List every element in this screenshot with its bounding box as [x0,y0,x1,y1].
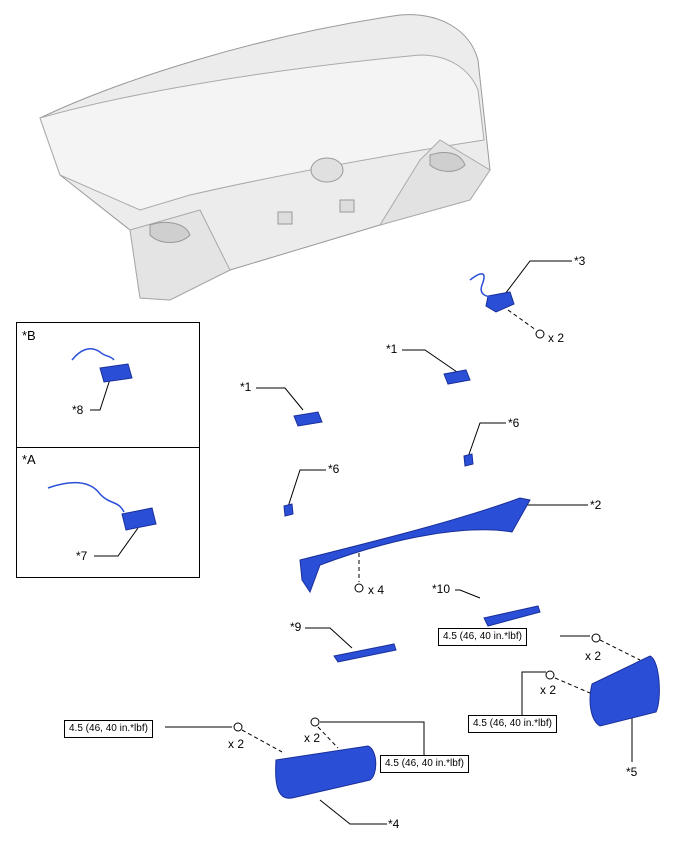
inset-box-a [16,447,200,578]
qty-2: x 4 [368,583,385,597]
part-1-left [293,411,323,427]
callout-8: *8 [72,403,84,417]
inset-label-b: *B [22,328,36,343]
bolts [233,329,601,732]
callout-2: *2 [590,498,602,512]
bolt-4-right [310,717,320,727]
bolt-2 [354,583,364,593]
callout-7: *7 [76,549,88,563]
dashed-paths [241,309,641,753]
torque-spec-5-side: 4.5 (46, 40 in.*lbf) [468,715,557,733]
qty-3: x 2 [548,331,565,345]
torque-spec-4-right: 4.5 (46, 40 in.*lbf) [380,755,469,773]
part-3-lock [485,291,515,313]
part-2-garnish [299,497,531,594]
bolt-4-left [233,722,243,732]
part-6-left [283,503,294,517]
qty-4-right: x 2 [304,731,321,745]
part-8 [99,363,133,383]
torque-spec-4-left: 4.5 (46, 40 in.*lbf) [64,720,153,738]
bolt-3 [535,329,545,339]
callout-10: *10 [432,582,451,596]
inset-box-b [16,322,200,448]
part-1-right [443,369,471,385]
callout-6-left: *6 [328,462,340,476]
part-7 [121,507,157,531]
callout-5: *5 [626,765,638,779]
part-10 [483,605,541,627]
callout-6-right: *6 [508,416,520,430]
inset-label-a: *A [22,452,36,467]
callout-4: *4 [388,817,400,831]
part-6-right [463,453,474,467]
callout-1-right: *1 [386,342,398,356]
qty-4-left: x 2 [228,737,245,751]
bolt-5-top [591,633,601,643]
part-9 [333,643,397,663]
part-4-cover [275,745,377,799]
trunk-lid [39,14,491,301]
bolt-5-side [545,670,555,680]
qty-5-side: x 2 [540,683,557,697]
parts-blue [47,273,660,799]
callout-1-left: *1 [240,380,252,394]
callout-9: *9 [290,620,302,634]
torque-spec-5-top: 4.5 (46, 40 in.*lbf) [438,628,527,646]
part-5-cover [589,655,660,727]
callout-3: *3 [574,254,586,268]
qty-5-top: x 2 [585,649,602,663]
